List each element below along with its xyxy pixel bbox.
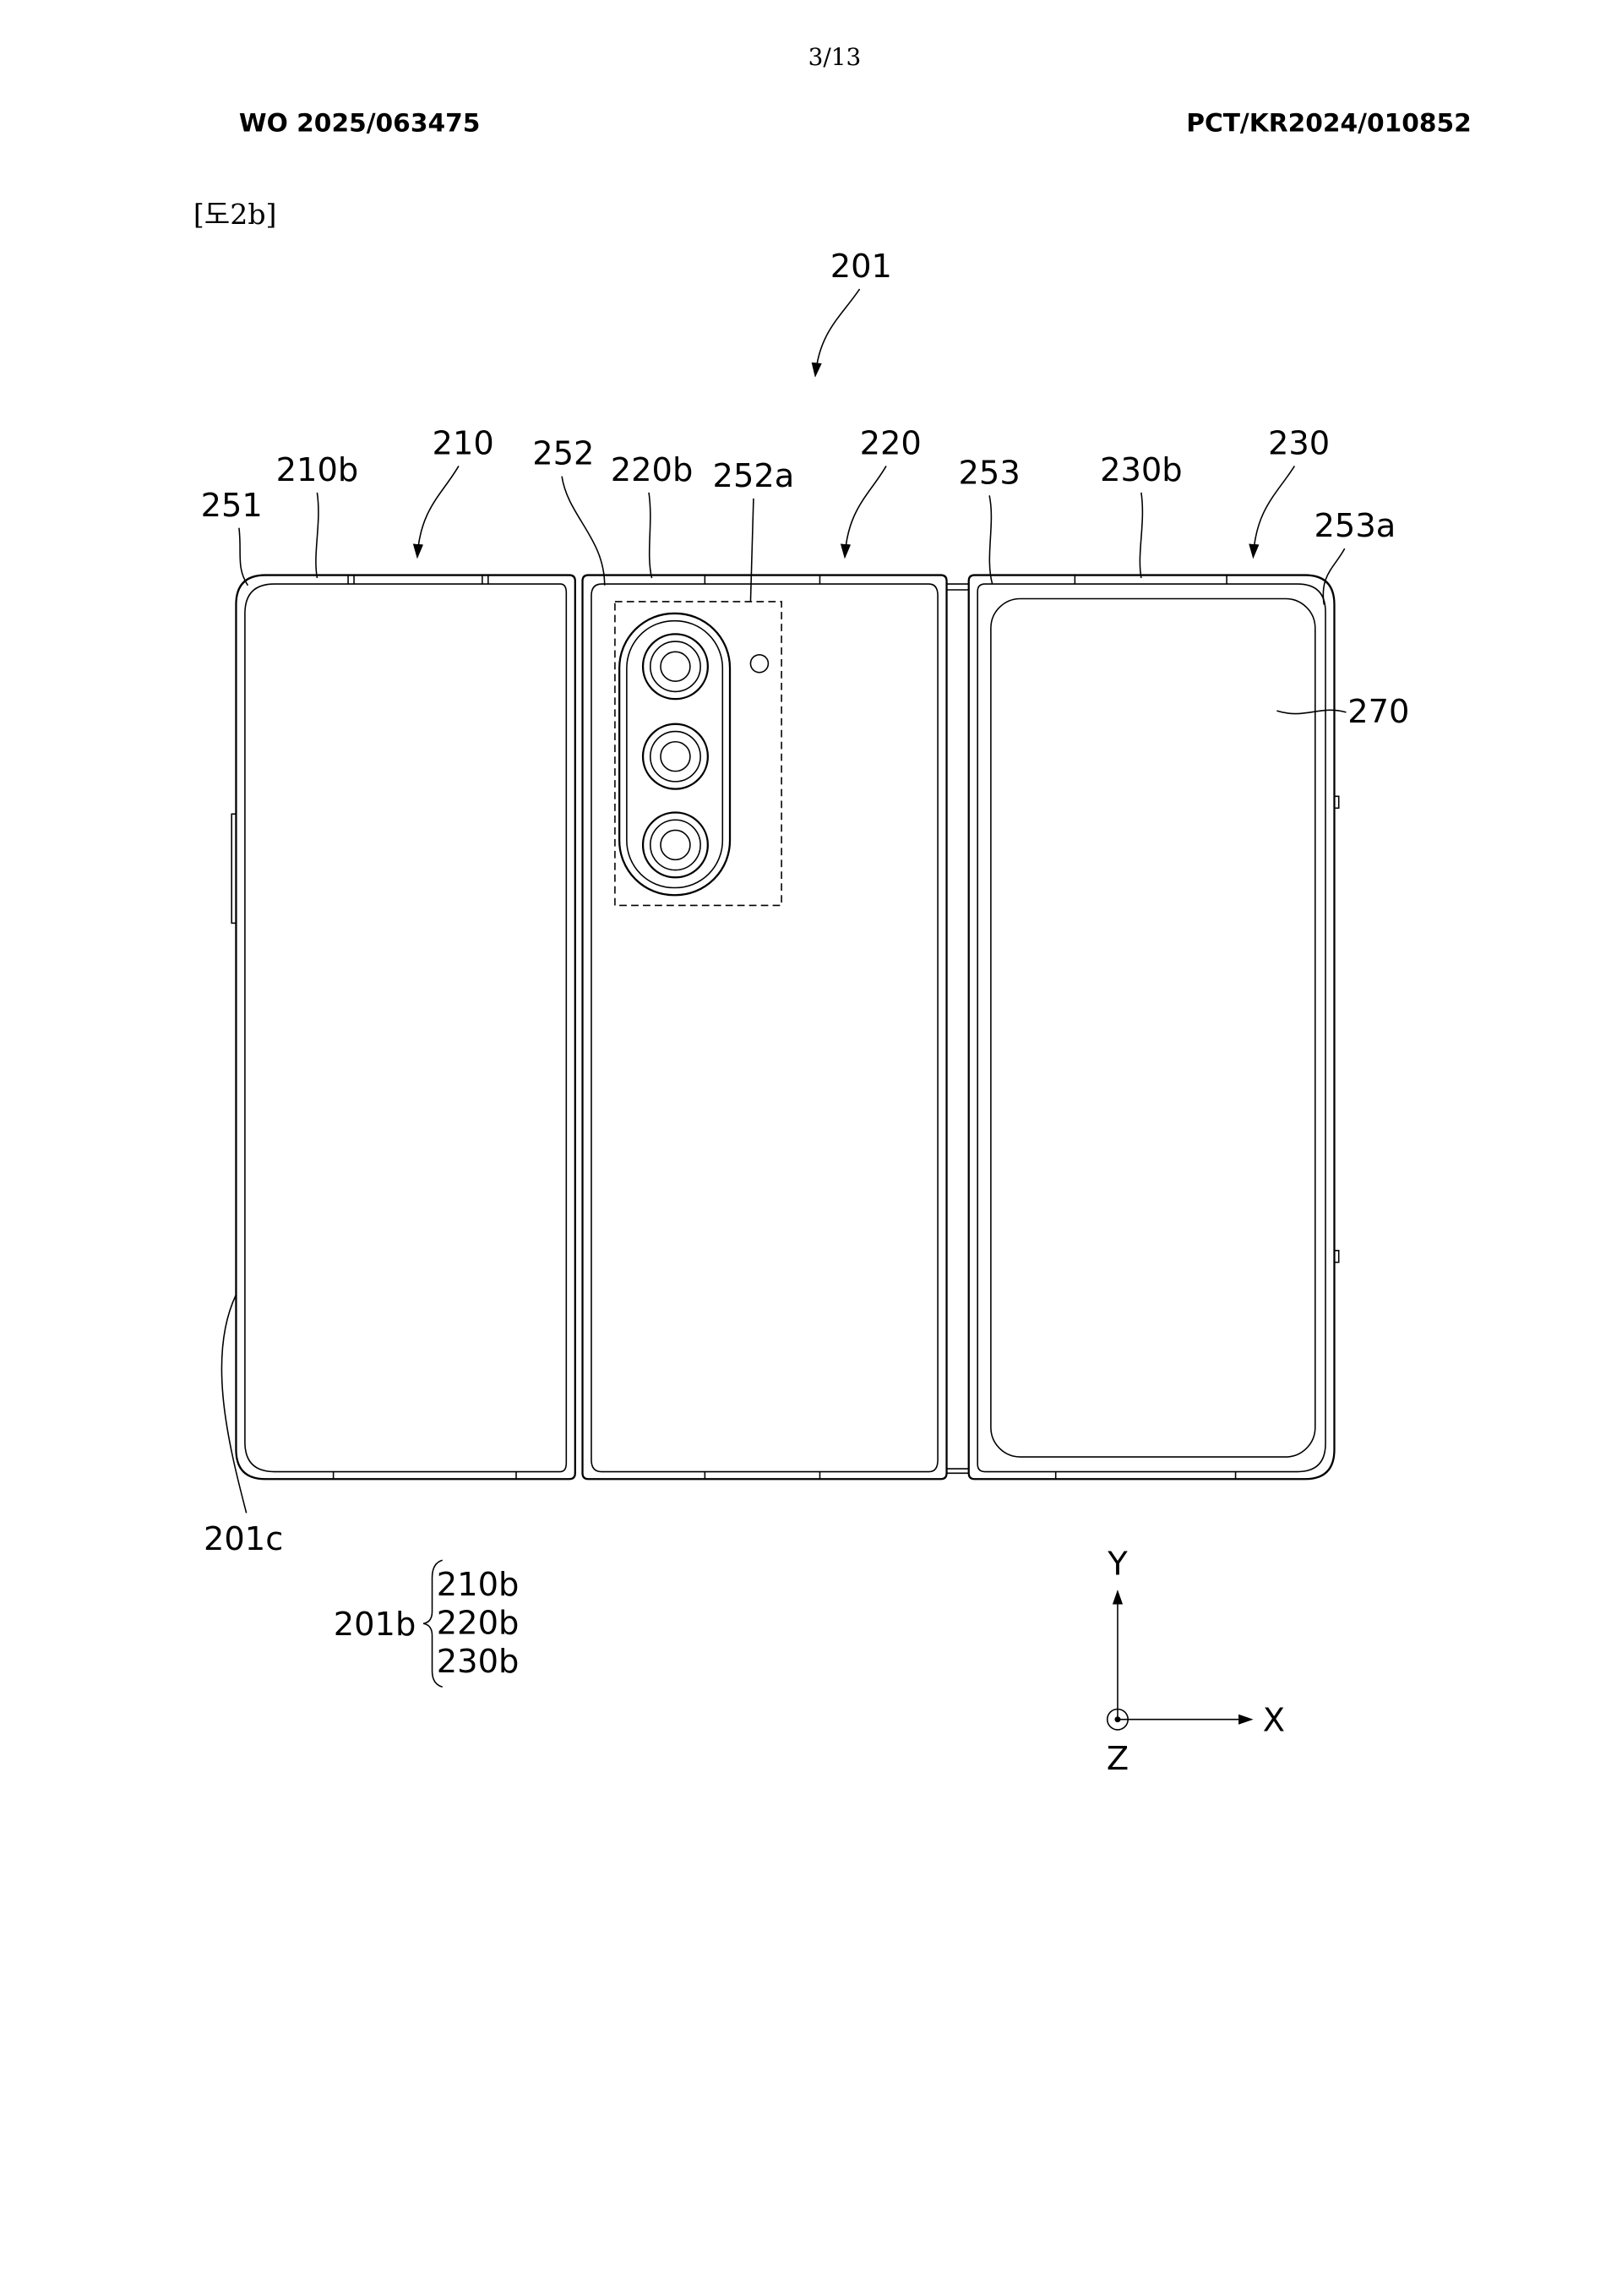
- third-housing-230: [967, 574, 1340, 1481]
- label-210b: 210b: [276, 451, 359, 489]
- arrow-201: [811, 288, 861, 378]
- camera-lens-2: [641, 723, 709, 790]
- label-220: 220: [860, 424, 922, 462]
- axis-x-label: X: [1263, 1702, 1285, 1740]
- label-230b: 230b: [1100, 451, 1183, 489]
- camera-lens-3: [641, 811, 709, 879]
- axis-y-label: Y: [1107, 1546, 1128, 1584]
- flash: [749, 654, 770, 674]
- label-220b: 220b: [611, 451, 694, 489]
- label-253: 253: [959, 454, 1021, 492]
- legend-member-3: 230b: [437, 1643, 520, 1681]
- first-housing-210: [231, 574, 576, 1481]
- brace: [422, 1559, 444, 1688]
- axis-z-label: Z: [1107, 1740, 1129, 1778]
- label-201: 201: [830, 248, 892, 286]
- label-252: 252: [532, 435, 594, 473]
- figure-label: [도2b]: [193, 198, 277, 231]
- display-270: [990, 597, 1316, 1458]
- label-230: 230: [1268, 424, 1330, 462]
- label-201c: 201c: [204, 1520, 283, 1558]
- camera-module: [614, 601, 782, 907]
- page-number: 3/13: [808, 43, 862, 71]
- label-253a: 253a: [1314, 507, 1396, 545]
- coordinate-axes: Y X Z: [1107, 1546, 1285, 1778]
- legend-member-1: 210b: [437, 1566, 520, 1604]
- camera-lens-1: [641, 633, 709, 701]
- label-251: 251: [201, 487, 263, 525]
- label-210: 210: [433, 424, 494, 462]
- label-252a: 252a: [713, 457, 795, 495]
- publication-number: WO 2025/063475: [239, 107, 480, 137]
- second-housing-220: [581, 574, 969, 1481]
- application-number: PCT/KR2024/010852: [1186, 107, 1472, 137]
- legend-group-name: 201b: [334, 1606, 416, 1644]
- label-270: 270: [1347, 693, 1409, 731]
- legend-201b: 201b 210b 220b 230b: [334, 1559, 520, 1688]
- legend-member-2: 220b: [437, 1604, 520, 1642]
